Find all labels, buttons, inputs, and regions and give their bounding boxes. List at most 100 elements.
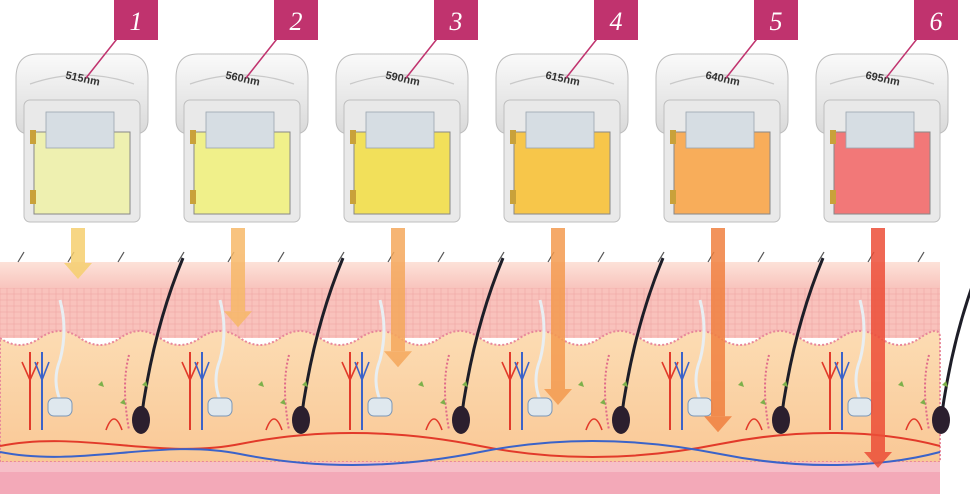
contact-pin [670,130,676,144]
fibroblast [258,381,264,387]
capillary [674,361,690,383]
arrow-head [544,389,572,405]
capillary [821,361,839,382]
arrow-shaft [871,228,885,452]
capillary-loop [905,418,923,431]
handle-ridge [189,74,295,85]
penetration-arrow [384,228,412,368]
arrow-head [224,311,252,328]
hair-bulb [292,406,310,434]
contact-pin [830,130,836,144]
capillary-loop [425,418,443,431]
contact-pin [830,190,836,204]
penetration-arrow [224,228,252,328]
arrow-head [384,351,412,368]
capillary [21,361,39,382]
number-badge [754,0,798,40]
arrow-shaft [231,228,245,312]
number-badge [914,0,958,40]
hair-shaft [619,257,665,421]
hair-bulb [612,406,630,434]
capillary-loop [585,418,603,431]
capillary [181,361,199,382]
hair-bulb [772,406,790,434]
sweat-gland [47,397,73,417]
light-penetration-arrows [64,228,892,468]
fibroblast [942,381,948,387]
fibroblast [920,399,926,405]
hair-bulb [932,406,950,434]
filter-clip [685,111,755,149]
badge-number: 1 [130,7,143,36]
hair-stub [177,251,185,263]
skin-cross-section [0,262,941,494]
capillary [194,361,210,383]
contact-pin [190,190,196,204]
capillary [501,361,519,382]
filter-clip [845,111,915,149]
hair-stub [917,251,925,263]
sweat-gland [847,397,873,417]
filter-clip [205,111,275,149]
number-badge [594,0,638,40]
hair-bulb [132,406,150,434]
arrow-shaft [391,228,405,352]
fibroblast [98,381,104,387]
fibroblast [622,381,628,387]
penetration-arrow [544,228,572,405]
sweat-duct [854,299,866,401]
sweat-duct [374,299,386,401]
handle-ridge [829,74,935,85]
hair-stub [597,251,605,263]
hair-shaft [139,257,185,421]
fibroblast [782,381,788,387]
penetration-arrow [704,228,732,433]
contact-pin [510,190,516,204]
venous-plexus [0,440,941,467]
hair-stub [437,251,445,263]
sweat-gland [207,397,233,417]
sweat-duct [214,299,226,401]
capillary-loop [745,418,763,431]
capillary-loop [105,418,123,431]
hair-stub [117,251,125,263]
fibroblast [898,381,904,387]
fibroblast [302,381,308,387]
hair-bulb [452,406,470,434]
sweat-gland [367,397,393,417]
contact-pin [190,130,196,144]
capillary [834,361,850,383]
sweat-duct [534,299,546,401]
dermal-junction [0,330,941,463]
penetration-arrow [64,228,92,279]
badge-number: 2 [290,7,303,36]
contact-pin [350,190,356,204]
fibroblast [280,399,286,405]
hair-shaft [459,257,505,421]
hair-stub [817,251,825,263]
contact-pin [30,190,36,204]
number-badge [434,0,478,40]
capillary [514,361,530,383]
contact-pin [350,130,356,144]
handle-ridge [669,74,775,85]
penetration-arrow [864,228,892,468]
badge-number: 4 [610,7,623,36]
sweat-gland [687,397,713,417]
capillary [341,361,359,382]
arrow-head [864,452,892,468]
arrow-head [704,416,732,433]
filter-clip [45,111,115,149]
hair-stub [657,251,665,263]
hair-shaft [939,287,970,421]
hair-shaft [299,257,345,421]
capillary [34,361,50,383]
capillary-loop [265,418,283,431]
arrow-head [64,263,92,279]
fibroblast [120,399,126,405]
